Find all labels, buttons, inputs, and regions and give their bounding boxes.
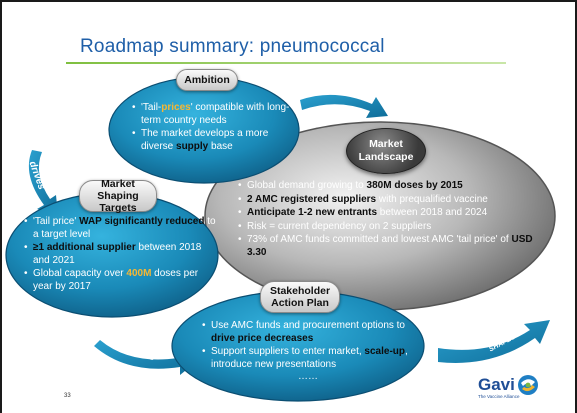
stakeholder-bullets: Use AMC funds and procurement options to…	[200, 320, 416, 384]
landscape-bullet-5: 73% of AMC funds committed and lowest AM…	[238, 234, 546, 259]
market-shaping-bullets: 'Tail price' WAP significantly reduced t…	[22, 216, 218, 294]
title-underline	[66, 62, 506, 64]
market-landscape-label: Market Landscape	[346, 128, 426, 174]
informs-arrow	[300, 94, 388, 118]
landscape-bullet-4: Risk = current dependency on 2 suppliers	[238, 221, 546, 234]
slide-title: Roadmap summary: pneumococcal	[80, 36, 385, 57]
ambition-bullet-2: The market develops a more diverse suppl…	[132, 128, 295, 153]
shapes-arrow	[438, 320, 550, 363]
ambition-bullets: 'Tail-prices' compatible with long-term …	[130, 102, 295, 154]
market-landscape-bullets: Global demand growing to 380M doses by 2…	[236, 180, 546, 260]
gavi-logo: Gavi The Vaccine Alliance	[478, 374, 539, 399]
stakeholder-label: Stakeholder Action Plan	[260, 281, 340, 313]
gavi-logo-text: Gavi	[478, 375, 515, 394]
gavi-tagline: The Vaccine Alliance	[478, 394, 520, 399]
landscape-bullet-3: Anticipate 1-2 new entrants between 2018…	[238, 207, 546, 220]
ambition-label: Ambition	[176, 69, 238, 91]
ambition-bullet-1: 'Tail-prices' compatible with long-term …	[132, 102, 295, 127]
drives-arrow-bottom	[94, 340, 196, 375]
page-number: 33	[64, 393, 71, 399]
market-shaping-label: Market Shaping Targets	[79, 178, 157, 214]
drives-arrow-left	[28, 150, 58, 216]
stakeholder-bullet-1: Use AMC funds and procurement options to…	[202, 320, 416, 345]
landscape-bullet-1: Global demand growing to 380M doses by 2…	[238, 180, 546, 193]
stakeholder-ellipsis: ……	[298, 371, 318, 382]
targets-bullet-2: ≥1 additional supplier between 2018 and …	[24, 242, 218, 267]
landscape-bullet-2: 2 AMC registered suppliers with prequali…	[238, 194, 546, 207]
slide-border-top	[0, 0, 577, 2]
targets-bullet-3: Global capacity over 400M doses per year…	[24, 268, 218, 293]
slide-border-right	[575, 0, 577, 413]
stakeholder-bullet-2: Support suppliers to enter market, scale…	[202, 346, 416, 371]
targets-bullet-1: 'Tail price' WAP significantly reduced t…	[24, 216, 218, 241]
gavi-globe-icon	[517, 375, 538, 395]
slide-border-left	[0, 0, 2, 413]
